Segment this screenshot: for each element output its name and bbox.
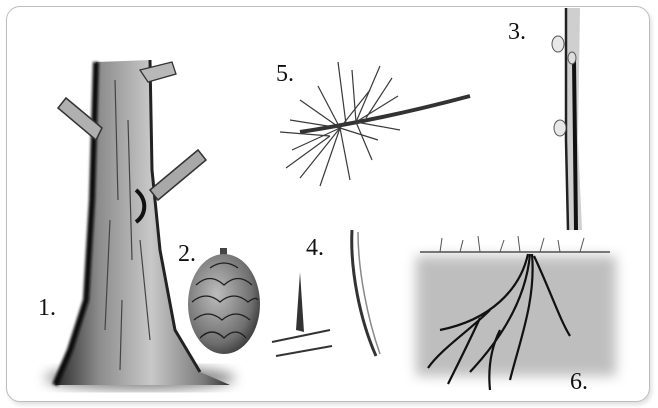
resin-branch-drawing <box>552 8 582 230</box>
label-cone: 2. <box>178 242 196 266</box>
label-pine-twig: 5. <box>276 62 294 86</box>
pine-twig-drawing <box>280 62 470 186</box>
label-trunk: 1. <box>38 296 56 320</box>
needles-drawing <box>272 230 380 356</box>
pine-cone-drawing <box>188 248 260 354</box>
roots-drawing <box>416 236 616 390</box>
label-resin-branch: 3. <box>508 20 526 44</box>
label-needles: 4. <box>306 236 324 260</box>
label-roots: 6. <box>570 370 588 394</box>
